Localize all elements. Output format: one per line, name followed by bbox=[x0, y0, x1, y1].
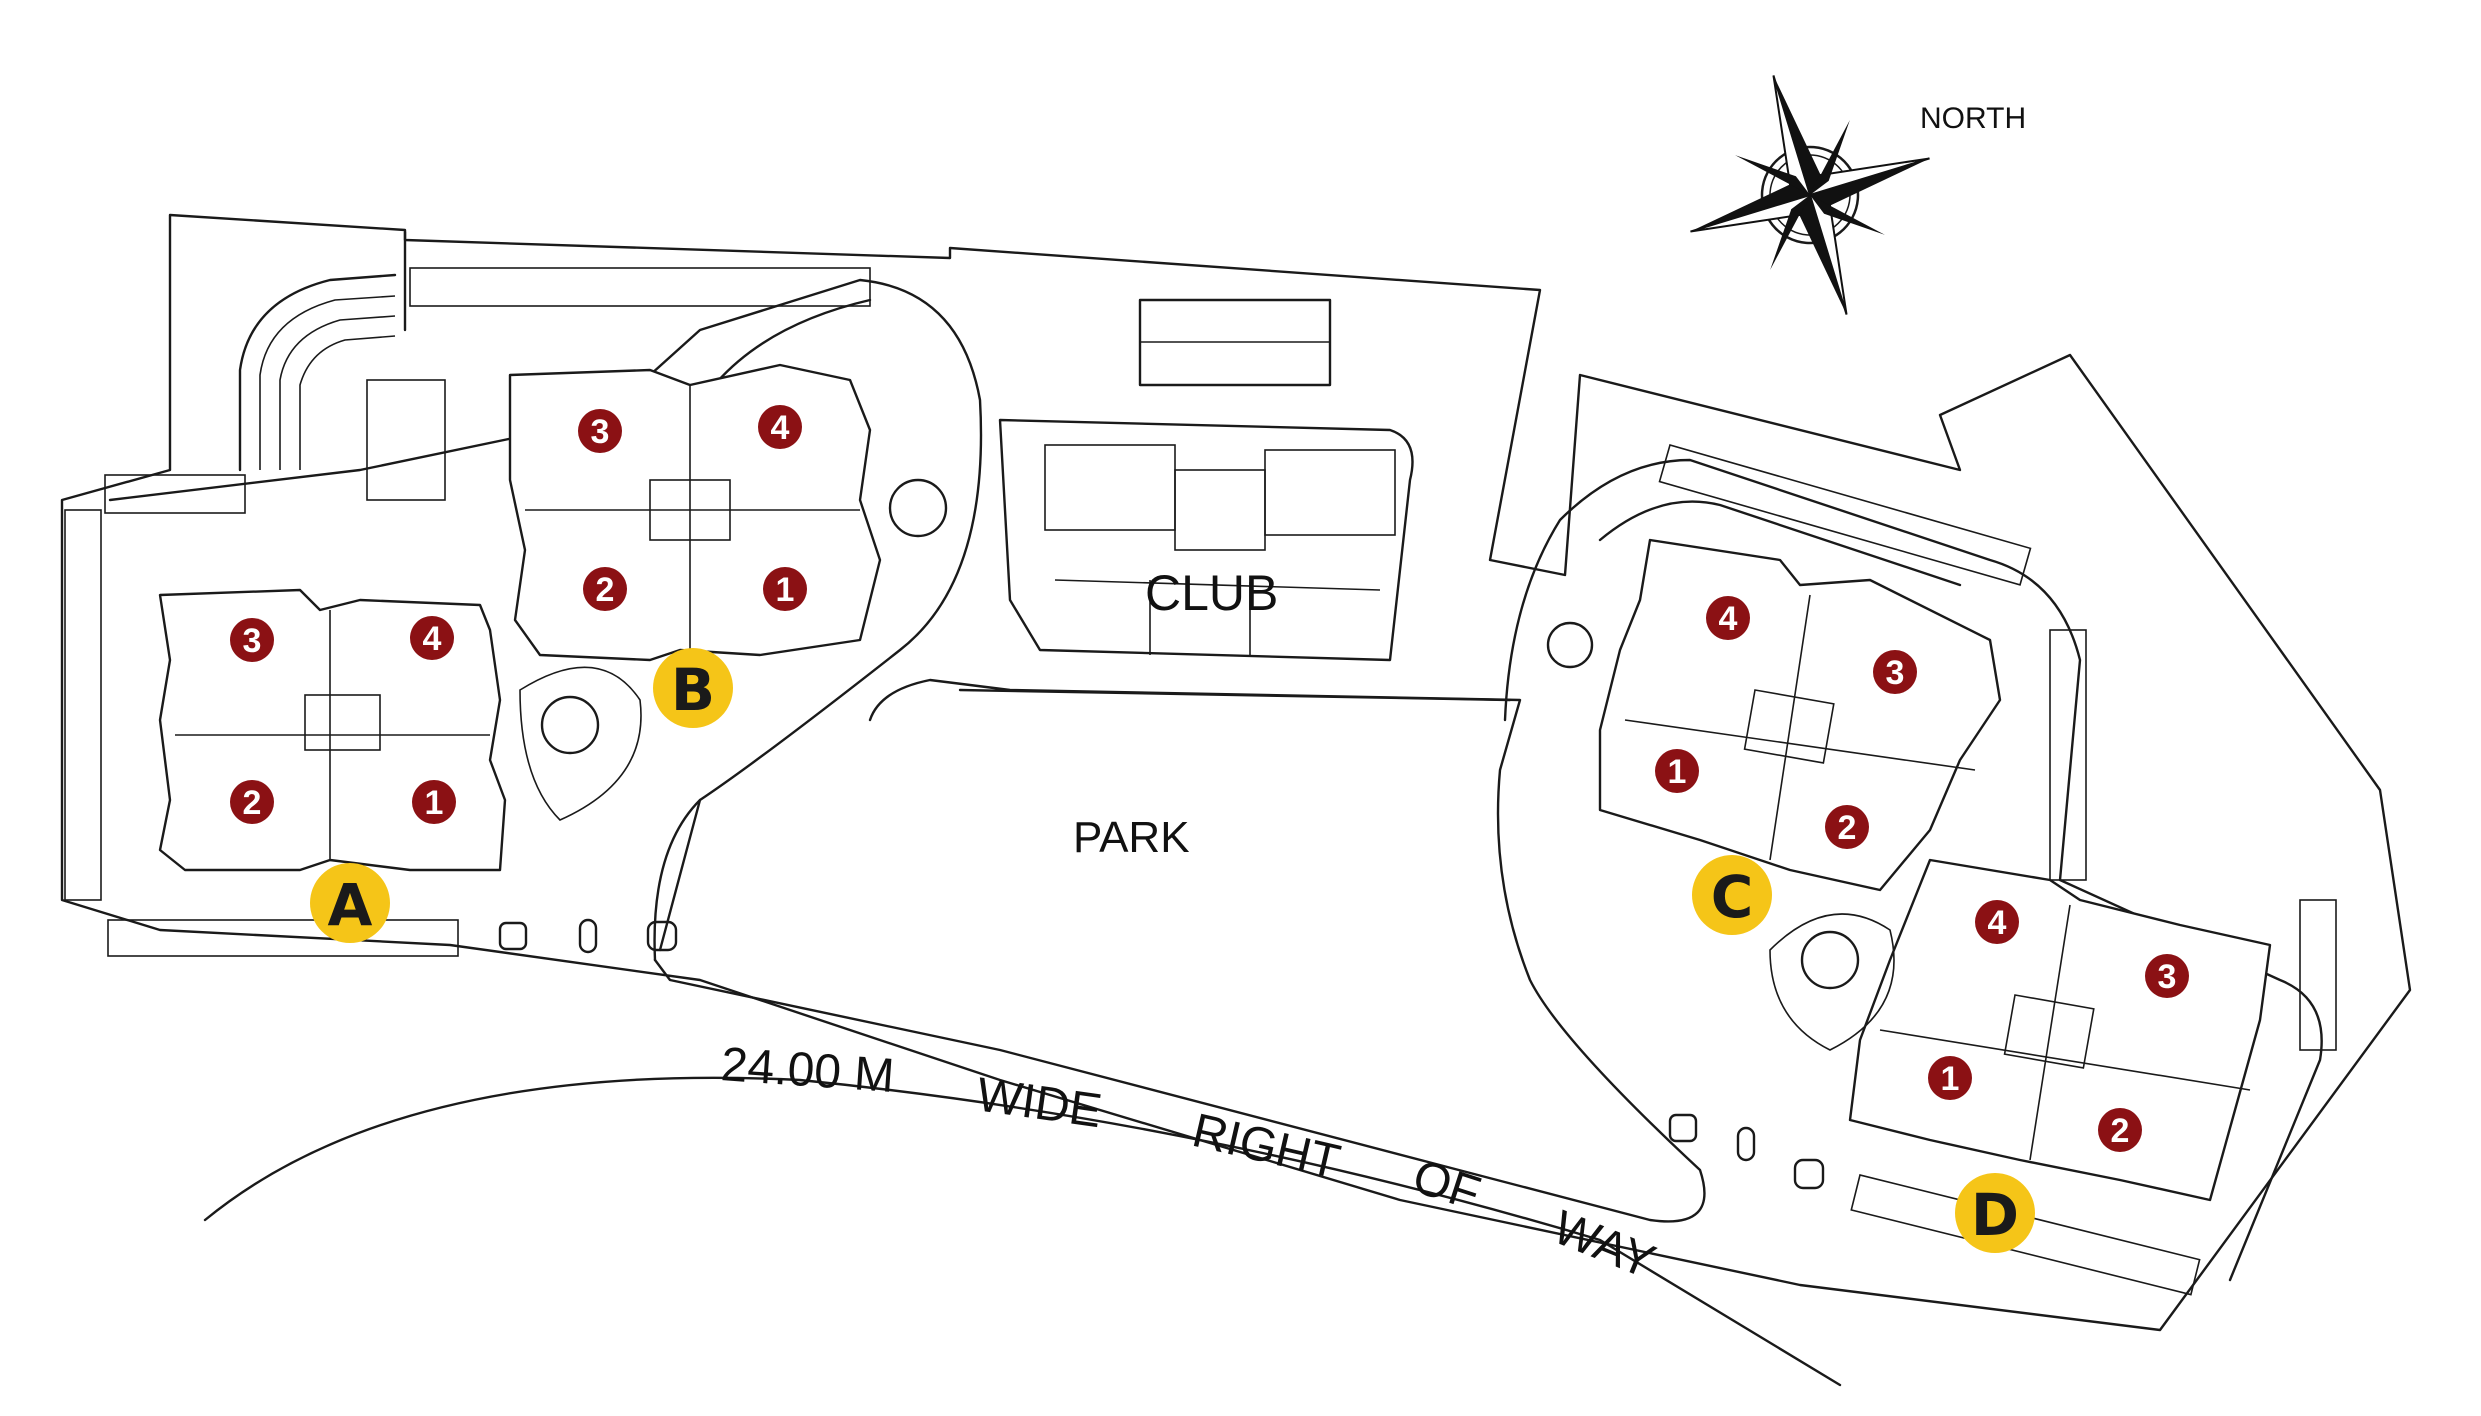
unit-badge: 1 bbox=[1928, 1056, 1972, 1100]
svg-text:C: C bbox=[1711, 863, 1754, 931]
tower-badge-a: A bbox=[310, 863, 390, 943]
curved-ramp bbox=[238, 273, 397, 472]
tower-d-fountain bbox=[1800, 930, 1860, 990]
svg-text:1: 1 bbox=[425, 784, 444, 822]
tower-badge-c: C bbox=[1692, 855, 1772, 935]
club-label: CLUB bbox=[1145, 565, 1278, 621]
svg-text:4: 4 bbox=[1719, 600, 1738, 638]
unit-badge: 2 bbox=[2098, 1108, 2142, 1152]
unit-badge: 3 bbox=[578, 409, 622, 453]
gate-posts bbox=[498, 918, 1825, 1190]
road-label-of: OF bbox=[1407, 1150, 1487, 1221]
svg-text:2: 2 bbox=[2111, 1112, 2130, 1150]
svg-text:1: 1 bbox=[1941, 1060, 1960, 1098]
svg-text:3: 3 bbox=[1886, 654, 1905, 692]
club-building bbox=[998, 418, 1414, 662]
svg-text:4: 4 bbox=[771, 409, 790, 447]
tower-b-fountain bbox=[888, 478, 948, 538]
road-label-right: RIGHT bbox=[1188, 1104, 1345, 1189]
unit-badge: 4 bbox=[1975, 900, 2019, 944]
svg-text:3: 3 bbox=[591, 413, 610, 451]
tower-d-building bbox=[1848, 858, 2272, 1202]
park-label: PARK bbox=[1073, 813, 1190, 862]
svg-text:D: D bbox=[1971, 1181, 2019, 1249]
site-boundary bbox=[60, 213, 2412, 1332]
svg-text:1: 1 bbox=[1668, 753, 1687, 791]
unit-badge: 1 bbox=[1655, 749, 1699, 793]
unit-badge: 4 bbox=[758, 405, 802, 449]
tower-badge-b: B bbox=[653, 648, 733, 728]
tower-badge-d: D bbox=[1955, 1173, 2035, 1253]
unit-badge: 3 bbox=[2145, 954, 2189, 998]
unit-badge: 1 bbox=[763, 567, 807, 611]
svg-text:3: 3 bbox=[243, 622, 262, 660]
unit-badge: 2 bbox=[1825, 805, 1869, 849]
unit-badge: 2 bbox=[230, 780, 274, 824]
tower-c-fountain bbox=[1546, 621, 1594, 669]
svg-text:2: 2 bbox=[243, 784, 262, 822]
svg-text:2: 2 bbox=[1838, 809, 1857, 847]
tower-c-building bbox=[1598, 538, 2002, 892]
svg-text:3: 3 bbox=[2158, 958, 2177, 996]
north-label: NORTH bbox=[1920, 102, 2026, 135]
svg-text:1: 1 bbox=[776, 571, 795, 609]
svg-text:A: A bbox=[328, 871, 373, 939]
road-label-width: 24.00 M bbox=[719, 1038, 896, 1103]
tower-b-building bbox=[508, 363, 882, 662]
svg-text:B: B bbox=[671, 656, 715, 724]
tower-a-building bbox=[158, 588, 507, 872]
unit-badge: 4 bbox=[1706, 596, 1750, 640]
unit-badge: 2 bbox=[583, 567, 627, 611]
svg-text:4: 4 bbox=[423, 620, 442, 658]
unit-badge: 1 bbox=[412, 780, 456, 824]
road-label-wide: WIDE bbox=[973, 1068, 1104, 1138]
unit-badge: 3 bbox=[230, 618, 274, 662]
svg-text:4: 4 bbox=[1988, 904, 2007, 942]
unit-badge: 4 bbox=[410, 616, 454, 660]
internal-roads bbox=[108, 278, 2323, 1387]
road-label-way: WAY bbox=[1546, 1201, 1662, 1289]
compass-rose-icon bbox=[1690, 75, 1930, 315]
unit-badge: 3 bbox=[1873, 650, 1917, 694]
tower-a-fountain bbox=[540, 695, 600, 755]
svg-text:2: 2 bbox=[596, 571, 615, 609]
